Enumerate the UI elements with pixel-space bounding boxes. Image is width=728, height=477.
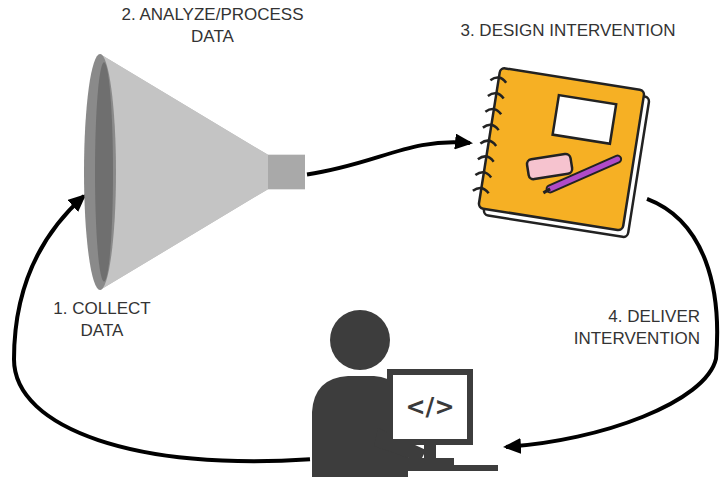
notebook-step: 3. DESIGN INTERVENTION [468, 62, 653, 242]
person-at-computer [308, 300, 508, 477]
step-label: 1. COLLECT DATA [46, 298, 158, 342]
notebook-drawing [468, 62, 653, 242]
funnel-drawing [80, 52, 305, 292]
funnel-step: 2. ANALYZE/PROCESS DATA [80, 52, 305, 292]
step-label: 2. ANALYZE/PROCESS DATA [110, 4, 315, 48]
step-label: 4. DELIVER INTERVENTION [540, 306, 700, 350]
code-symbol: </> [396, 378, 464, 436]
step-label: 3. DESIGN INTERVENTION [413, 20, 723, 42]
cycle-arrow [307, 142, 470, 174]
person-step: </> [308, 300, 508, 477]
